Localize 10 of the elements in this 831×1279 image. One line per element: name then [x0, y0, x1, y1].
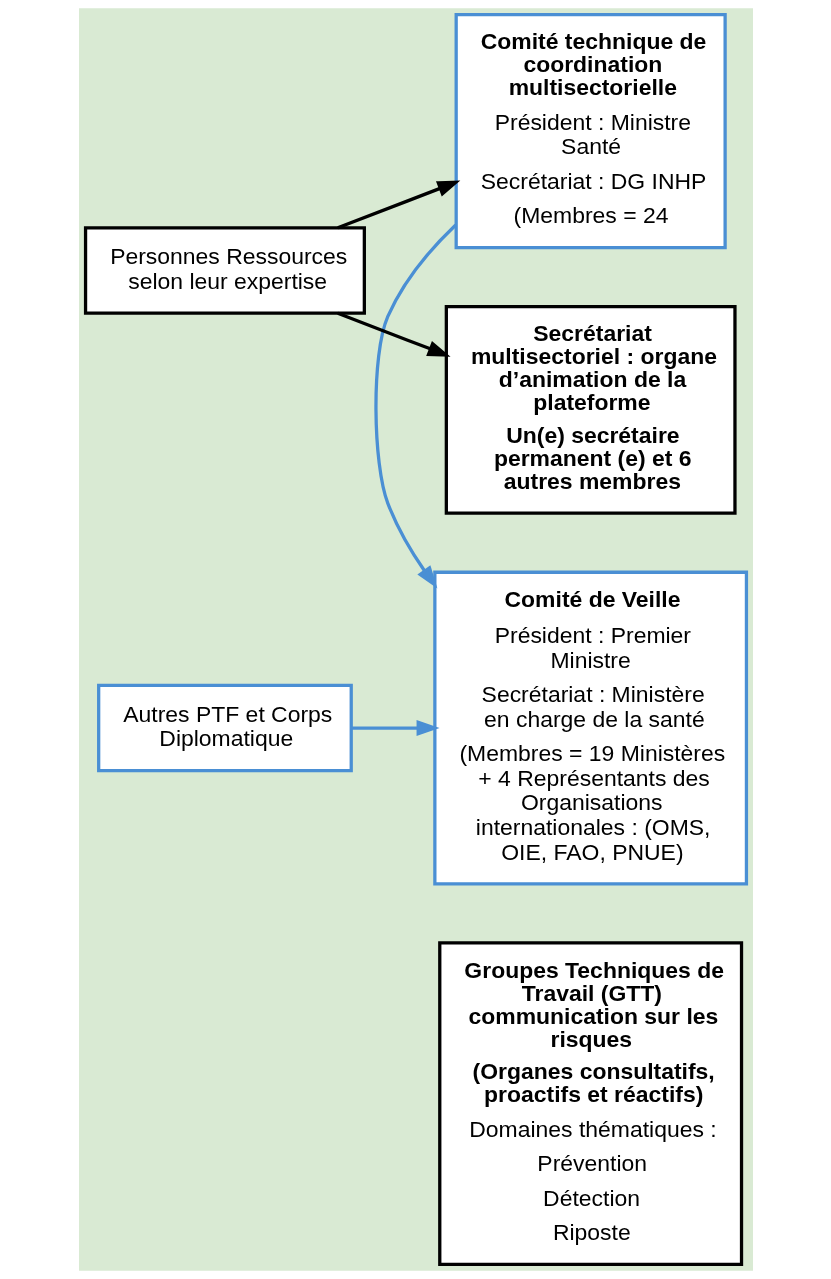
- node-box: Personnes Ressources selon leur expertise: [83, 226, 366, 315]
- arrow: [373, 223, 457, 589]
- arrow: [350, 720, 440, 737]
- node-box: Comité de Veille Président : Premier Ministre Secrétariat : Ministère en charge de la santé (Membres = 19 Ministères + 4 Représentants des Organisations internationales : (OMS, OIE, FAO, PNUE): [432, 570, 748, 886]
- node-box: Groupes Techniques de Travail (GTT) communication sur les risques (Organes consultatifs, proactifs et réactifs) Domaines thématiques : Prévention Détection Riposte: [437, 941, 743, 1266]
- node-box: Autres PTF et Corps Diplomatique: [96, 683, 353, 773]
- arrow: [336, 311, 451, 357]
- node-box: Comité technique de coordination multisectorielle Président : Ministre Santé Secrétariat : DG INHP (Membres = 24: [454, 13, 727, 250]
- node-box: Secrétariat multisectoriel : organe d’animation de la plateforme Un(e) secrétaire permanent (e) et 6 autres membres: [444, 304, 737, 515]
- arrow: [336, 180, 460, 230]
